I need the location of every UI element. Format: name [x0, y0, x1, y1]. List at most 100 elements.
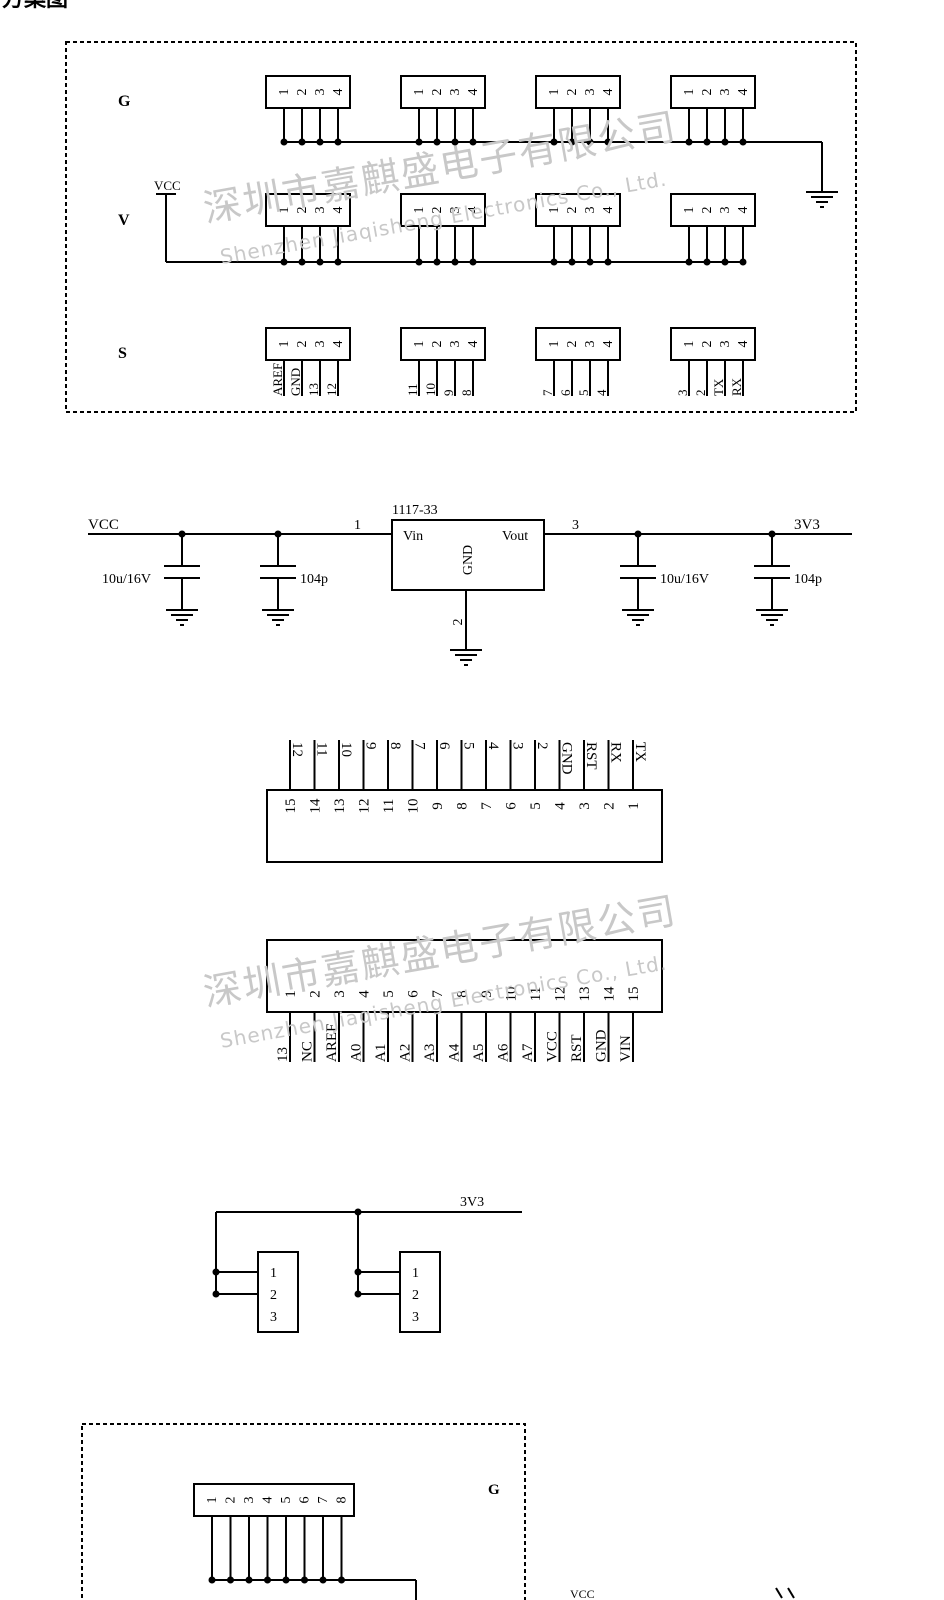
junction-dot: [274, 530, 282, 538]
pin-number: 2: [565, 341, 580, 348]
connector-bottom-pin: 10: [504, 987, 520, 1002]
pin-number: 4: [331, 207, 346, 214]
pin-number: 3: [583, 89, 598, 96]
pin-number: 3: [718, 89, 733, 96]
pin-number: 2: [565, 89, 580, 96]
s-signal-label: 4: [594, 389, 609, 396]
junction-dot: [298, 138, 306, 146]
connector-bottom-signal: VIN: [618, 1035, 634, 1062]
junction-dot: [280, 138, 288, 146]
junction-dot: [338, 1576, 345, 1584]
ldo-vin: Vin: [403, 529, 423, 544]
pin-out: 3: [572, 518, 579, 533]
junction-dot: [739, 138, 747, 146]
header-8pin: [193, 1483, 355, 1517]
connector-top-pin: 14: [308, 798, 324, 814]
header-v-2: [400, 193, 486, 227]
s-signal-label: 5: [576, 390, 591, 397]
connector-top-signal: 2: [534, 742, 550, 750]
pin-number: 1: [277, 341, 292, 348]
connector-top-signal: 4: [485, 742, 501, 750]
junction-dot: [334, 258, 342, 266]
junction-dot: [316, 138, 324, 146]
connector-top-pin: 6: [504, 802, 520, 810]
junction-dot: [634, 530, 642, 538]
pin-number: 4: [601, 207, 616, 214]
connector-top-signal: 11: [314, 742, 330, 756]
connector-bottom-pin: 15: [626, 987, 642, 1002]
pin-number: 4: [466, 89, 481, 96]
header-s-3: [535, 327, 621, 361]
header-8pin-number: 1: [205, 1497, 220, 1504]
s-signal-label: AREF: [270, 363, 285, 396]
junction-dot: [721, 138, 729, 146]
connector-top-signal: GND: [559, 742, 575, 775]
ldo-vout: Vout: [502, 529, 528, 544]
connector-bottom-pin: 2: [308, 990, 324, 998]
connector-bottom-signal: A5: [471, 1044, 487, 1062]
pin-number: 4: [331, 341, 346, 348]
connector-top-signal: 10: [338, 742, 354, 757]
junction-dot: [586, 138, 594, 146]
header-8pin-number: 6: [298, 1497, 313, 1504]
cap-value: 104p: [794, 572, 822, 587]
junction-dot: [415, 258, 423, 266]
junction-dot: [703, 138, 711, 146]
header-8pin-number: 3: [242, 1497, 257, 1504]
pin-number: 4: [736, 207, 751, 214]
junction-dot: [212, 1290, 220, 1298]
junction-dot: [212, 1268, 220, 1276]
junction-dot: [298, 258, 306, 266]
junction-dot: [208, 1576, 216, 1584]
connector-bottom-pin: 11: [528, 987, 544, 1001]
row-label-v: V: [118, 212, 130, 229]
pin-number: 2: [700, 89, 715, 96]
junction-dot: [354, 1290, 362, 1298]
pin-number: 1: [682, 341, 697, 348]
connector-bottom-pin: 12: [553, 987, 569, 1002]
s-signal-label: 10: [423, 383, 438, 396]
junction-dot: [568, 138, 576, 146]
pin-number: 1: [547, 341, 562, 348]
junction-dot: [354, 1208, 362, 1216]
connector-bottom-signal: A4: [447, 1043, 463, 1062]
pin-number: 4: [736, 341, 751, 348]
junction-dot: [685, 258, 693, 266]
pin-number: 2: [565, 207, 580, 214]
header-3v3-1: [257, 1251, 299, 1333]
header-3v3-2: [399, 1251, 441, 1333]
connector-bottom-pin: 5: [381, 990, 397, 998]
connector-top-pin: 9: [430, 802, 446, 810]
connector-bottom-signal: A0: [349, 1044, 365, 1062]
s-signal-label: GND: [288, 368, 303, 396]
junction-dot: [550, 258, 558, 266]
header-3v3-pin: 1: [412, 1266, 419, 1281]
junction-dot: [568, 258, 576, 266]
connector-bottom-signal: A6: [496, 1043, 512, 1062]
pin-number: 3: [583, 341, 598, 348]
pin-number: 4: [601, 89, 616, 96]
header-8pin-number: 2: [224, 1497, 239, 1504]
s-signal-label: 7: [540, 389, 555, 396]
junction-dot: [245, 1576, 253, 1584]
connector-bottom-pin: 4: [357, 990, 373, 998]
pin-number: 4: [331, 89, 346, 96]
header-s-4: [670, 327, 756, 361]
pin-number: 2: [700, 207, 715, 214]
pin-number: 1: [547, 207, 562, 214]
row-label-g: G: [118, 93, 131, 110]
header-g-2: [400, 75, 486, 109]
connector-top-signal: 12: [289, 742, 305, 757]
pin-number: 2: [430, 341, 445, 348]
pin-number: 2: [430, 207, 445, 214]
header-g-4: [670, 75, 756, 109]
connector-top-signal: 7: [412, 742, 428, 750]
header-v-1: [265, 193, 351, 227]
connector-top-signal: 8: [387, 742, 403, 750]
junction-dot: [178, 530, 186, 538]
connector-bottom-body: [266, 939, 663, 1013]
junction-dot: [685, 138, 693, 146]
connector-top-pin: 11: [381, 799, 397, 813]
junction-dot: [316, 258, 324, 266]
connector-bottom-pin: 14: [602, 986, 618, 1002]
